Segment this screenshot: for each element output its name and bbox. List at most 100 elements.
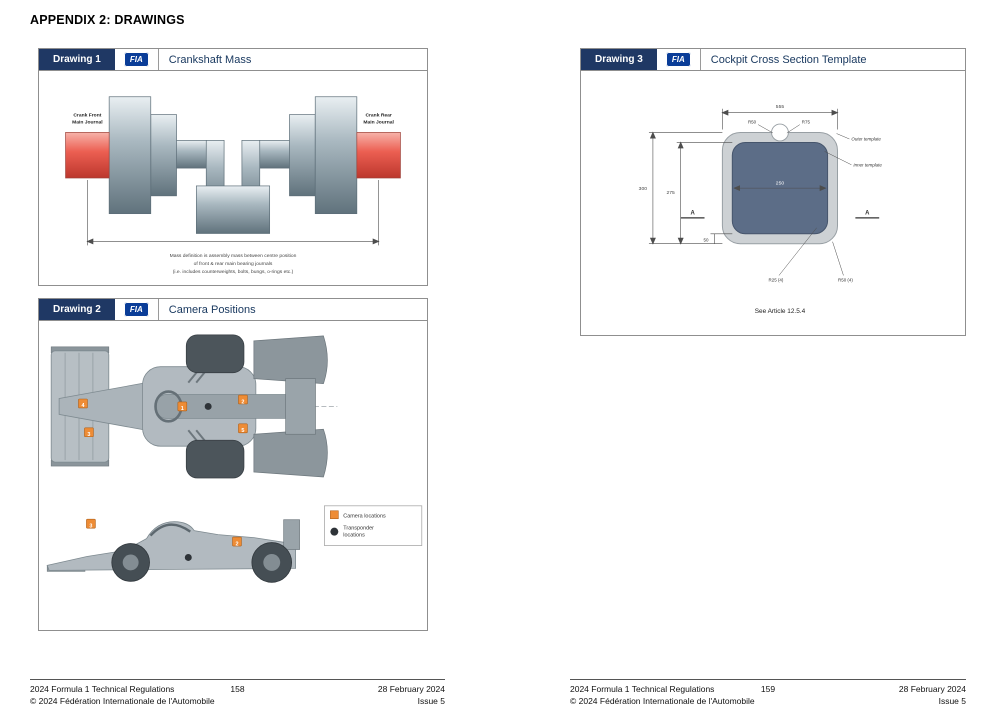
transponder-marker — [184, 553, 192, 561]
front-wheel-rim — [122, 554, 139, 571]
outer-template-label: Outer template — [851, 136, 881, 141]
drawing1-header: Drawing 1 FIA Crankshaft Mass — [39, 49, 427, 71]
crankshaft-figure: Crank Front Main Journal Crank Rear Main… — [65, 96, 401, 275]
section-a-right: A — [865, 210, 870, 216]
dim-r50-top: R50 — [748, 120, 757, 125]
drawing2-body: 4 3 1 2 5 — [39, 321, 427, 630]
right-journal-label-line1: Crank Rear — [365, 113, 391, 119]
fia-logo: FIA — [123, 302, 149, 317]
fia-logo: FIA — [123, 52, 149, 67]
footer-doc-title: 2024 Formula 1 Technical Regulations — [570, 684, 715, 694]
left-journal-label-line2: Main Journal — [72, 120, 103, 126]
fia-logo: FIA — [665, 52, 691, 67]
legend: Camera locations Transponder locations — [324, 505, 423, 546]
drawing2-header: Drawing 2 FIA Camera Positions — [39, 299, 427, 321]
dim-width-inner: 250 — [776, 181, 785, 187]
note-line-1: Mass definition is assembly mass between… — [170, 253, 297, 259]
camera-marker: 5 — [238, 423, 248, 434]
car-side-body — [46, 521, 296, 571]
footer-divider — [30, 679, 445, 680]
drawing2-panel: Drawing 2 FIA Camera Positions — [38, 298, 428, 631]
dim-top-width: 555 — [776, 104, 785, 110]
legend-transponder-swatch — [330, 527, 339, 536]
counterweight-large-right — [314, 96, 358, 215]
dim-r75-top: R75 — [802, 120, 811, 125]
see-article-caption: See Article 12.5.4 — [755, 308, 806, 315]
camera-marker: 2 — [232, 536, 242, 547]
footer-page-number: 159 — [760, 684, 776, 694]
dim-r50-bottom: R50 (4) — [838, 277, 853, 282]
drawing2-label: Drawing 2 — [39, 299, 115, 320]
camera-marker-number: 4 — [81, 403, 84, 409]
drawing1-label: Drawing 1 — [39, 49, 115, 70]
footer-doc-title: 2024 Formula 1 Technical Regulations — [30, 684, 175, 694]
rear-wheel-rim — [263, 553, 281, 571]
camera-positions-figure: 4 3 1 2 5 — [46, 334, 423, 583]
crankshaft-diagram — [65, 96, 401, 234]
note-line-2: of front & rear main bearing journals — [194, 261, 273, 267]
top-notch — [771, 123, 789, 142]
footer-row: © 2024 Fédération Internationale de l'Au… — [30, 696, 445, 708]
front-main-journal — [65, 132, 110, 179]
footer-date: 28 February 2024 — [898, 684, 966, 694]
drawing3-panel: Drawing 3 FIA Cockpit Cross Section Temp… — [580, 48, 966, 336]
counterweight-small-right — [289, 114, 316, 197]
drawing3-body: 555 R50 R75 300 275 250 50 A A R25 (4) R… — [581, 71, 965, 335]
camera-marker: 1 — [177, 401, 188, 412]
fia-logo-cell: FIA — [115, 299, 159, 320]
crank-pin-cylinder — [195, 185, 271, 234]
fia-logo-cell: FIA — [115, 49, 159, 70]
camera-marker: 2 — [238, 394, 248, 405]
camera-marker-number: 5 — [241, 428, 244, 434]
dim-bottom: 50 — [704, 238, 709, 243]
mass-dimension-lines — [86, 179, 380, 246]
drawing3-title: Cockpit Cross Section Template — [710, 53, 867, 66]
footer-row: © 2024 Fédération Internationale de l'Au… — [570, 696, 966, 708]
camera-marker-number: 3 — [87, 432, 90, 438]
dim-height-outer: 300 — [639, 186, 648, 192]
halo-side-view — [149, 523, 191, 537]
rear-wing-center — [285, 378, 316, 435]
cockpit-cross-section-figure: 555 R50 R75 300 275 250 50 A A R25 (4) R… — [639, 104, 883, 315]
rear-wheel-right — [185, 439, 245, 479]
fia-logo-cell: FIA — [657, 49, 701, 70]
rear-wing-upper-panel — [253, 335, 328, 384]
camera-marker-number: 2 — [235, 541, 238, 547]
right-journal-label-line2: Main Journal — [363, 120, 394, 126]
page-title: APPENDIX 2: DRAWINGS — [30, 13, 185, 27]
footer-divider — [570, 679, 966, 680]
crank-shaft-section — [255, 140, 292, 169]
crank-shaft-section — [174, 140, 211, 169]
section-a-left: A — [690, 210, 695, 216]
legend-camera-swatch — [330, 510, 339, 520]
footer-page-number: 158 — [230, 684, 245, 694]
car-side-view — [46, 519, 300, 583]
legend-camera-label: Camera locations — [343, 514, 386, 520]
rear-wing-lower-panel — [253, 428, 328, 478]
dimension-lines — [648, 108, 880, 276]
camera-marker-number: 3 — [89, 523, 92, 529]
legend-transponder-label-line2: locations — [343, 533, 365, 539]
footer-copyright: © 2024 Fédération Internationale de l'Au… — [570, 695, 755, 706]
inner-template-label: Inner template — [853, 162, 882, 167]
left-journal-label-line1: Crank Front — [73, 113, 101, 119]
drawing1-body: Crank Front Main Journal Crank Rear Main… — [39, 71, 427, 285]
drawing2-title: Camera Positions — [168, 303, 256, 316]
camera-marker: 4 — [78, 398, 88, 409]
footer-left-page: 2024 Formula 1 Technical Regulations 158… — [30, 679, 445, 707]
transponder-marker — [204, 402, 212, 410]
counterweight-large-left — [108, 96, 152, 215]
drawing3-header: Drawing 3 FIA Cockpit Cross Section Temp… — [581, 49, 965, 71]
camera-marker: 3 — [84, 427, 94, 438]
footer-right-page: 2024 Formula 1 Technical Regulations 159… — [570, 679, 966, 707]
footer-row: 2024 Formula 1 Technical Regulations 158… — [30, 684, 445, 696]
camera-marker: 3 — [86, 518, 96, 529]
dim-height-inner: 275 — [666, 190, 675, 196]
footer-issue: Issue 5 — [938, 695, 966, 706]
footer-row: 2024 Formula 1 Technical Regulations 159… — [570, 684, 966, 696]
counterweight-small-left — [150, 114, 177, 197]
camera-marker-number: 2 — [241, 399, 244, 405]
drawing1-title: Crankshaft Mass — [168, 53, 252, 66]
drawing1-panel: Drawing 1 FIA Crankshaft Mass Crank — [38, 48, 428, 286]
